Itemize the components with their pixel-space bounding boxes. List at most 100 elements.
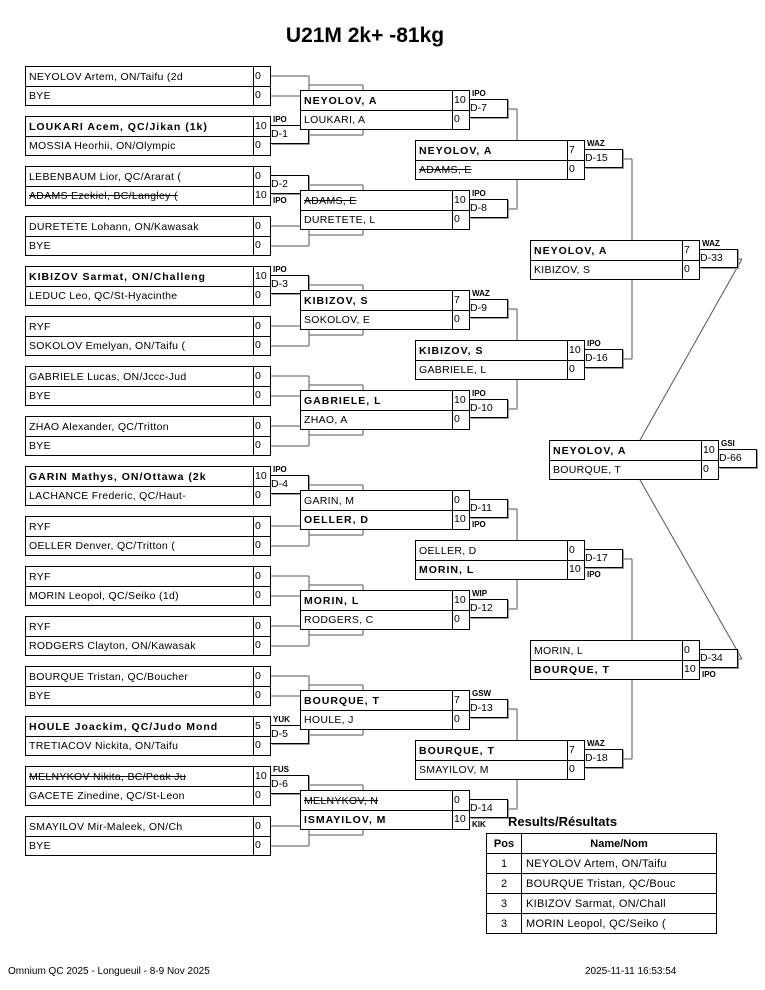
score-code: IPO bbox=[273, 465, 287, 474]
competitor-score: 0 bbox=[253, 836, 271, 856]
competitor-score: 0 bbox=[253, 586, 271, 606]
competitor-name: SMAYILOV Mir-Maleek, ON/Ch bbox=[26, 817, 254, 837]
competitor-name: MORIN, L bbox=[531, 641, 683, 661]
score-code: IPO bbox=[472, 520, 486, 529]
score-code: WAZ bbox=[587, 739, 605, 748]
competitor-name: GACETE Zinedine, QC/St-Leon bbox=[29, 790, 185, 802]
competitor-name: NEYOLOV, A bbox=[531, 241, 683, 261]
competitor-score: 0 bbox=[253, 317, 271, 337]
competitor-name: OELLER Denver, QC/Tritton ( bbox=[29, 540, 176, 552]
competitor-score: 7 bbox=[567, 741, 585, 761]
score-code: IPO bbox=[587, 339, 601, 348]
competitor-name: NEYOLOV Artem, ON/Taifu (2d bbox=[26, 67, 254, 87]
competitor-score: 7 bbox=[452, 691, 470, 711]
competitor-name: LEDUC Leo, QC/St-Hyacinthe bbox=[29, 290, 178, 302]
match-number-tag: D-11 bbox=[470, 499, 508, 518]
competitor-score: 10 bbox=[567, 560, 585, 580]
competitor-name: SOKOLOV, E bbox=[304, 314, 371, 326]
match-number-tag: D-14 bbox=[470, 799, 508, 818]
competitor-name: GABRIELE, L bbox=[419, 364, 487, 376]
competitor-score: 0 bbox=[567, 541, 585, 561]
competitor-name: OELLER, D bbox=[304, 514, 370, 526]
competitor-name: BOURQUE, T bbox=[416, 741, 568, 761]
match-number-tag: D-34 bbox=[700, 649, 738, 668]
competitor-name: BYE bbox=[29, 240, 51, 252]
results-title: Results/Résultats bbox=[508, 814, 618, 829]
match-number-tag: D-4 bbox=[271, 475, 309, 494]
score-code: GSW bbox=[472, 689, 492, 698]
competitor-score: 0 bbox=[452, 491, 470, 511]
competitor-name: ISMAYILOV, M bbox=[304, 814, 387, 826]
result-name: KIBIZOV Sarmat, ON/Chall bbox=[521, 893, 717, 914]
score-code: IPO bbox=[273, 196, 287, 205]
result-pos: 1 bbox=[486, 853, 522, 874]
competitor-score: 10 bbox=[253, 117, 271, 137]
competitor-score: 0 bbox=[253, 286, 271, 306]
competitor-score: 0 bbox=[253, 236, 271, 256]
competitor-name: BYE bbox=[29, 90, 51, 102]
competitor-score: 0 bbox=[253, 167, 271, 187]
connector-line bbox=[639, 479, 743, 660]
competitor-score: 0 bbox=[682, 641, 700, 661]
competitor-name: KIBIZOV, S bbox=[534, 264, 591, 276]
competitor-score: 0 bbox=[253, 617, 271, 637]
competitor-name: RYF bbox=[26, 617, 254, 637]
competitor-name: RYF bbox=[26, 517, 254, 537]
competitor-name: LEBENBAUM Lior, QC/Ararat ( bbox=[26, 167, 254, 187]
results-header-row: Pos Name/Nom bbox=[486, 833, 717, 854]
match-number-tag: D-16 bbox=[585, 349, 623, 368]
competitor-score: 0 bbox=[567, 360, 585, 380]
match-number-tag: D-3 bbox=[271, 275, 309, 294]
competitor-score: 0 bbox=[253, 417, 271, 437]
competitor-score: 0 bbox=[253, 567, 271, 587]
competitor-score: 0 bbox=[253, 367, 271, 387]
competitor-score: 0 bbox=[253, 217, 271, 237]
competitor-score: 7 bbox=[682, 241, 700, 261]
competitor-score: 0 bbox=[253, 786, 271, 806]
competitor-score: 0 bbox=[452, 710, 470, 730]
score-code: WAZ bbox=[587, 139, 605, 148]
competitor-score: 10 bbox=[452, 391, 470, 411]
competitor-name: HOULE, J bbox=[304, 714, 354, 726]
competitor-name: MORIN Leopol, QC/Seiko (1d) bbox=[29, 590, 179, 602]
competitor-score: 0 bbox=[253, 536, 271, 556]
competitor-score: 0 bbox=[452, 610, 470, 630]
competitor-name: BYE bbox=[29, 390, 51, 402]
competitor-name: ZHAO Alexander, QC/Tritton bbox=[26, 417, 254, 437]
competitor-name: BYE bbox=[29, 840, 51, 852]
competitor-name: MELNYKOV Nikita, BC/Peak Ju bbox=[26, 767, 254, 787]
score-code: IPO bbox=[472, 89, 486, 98]
competitor-name: MOSSIA Heorhii, ON/Olympic bbox=[29, 140, 176, 152]
competitor-score: 0 bbox=[253, 136, 271, 156]
competitor-score: 0 bbox=[682, 260, 700, 280]
competitor-score: 0 bbox=[253, 817, 271, 837]
competitor-score: 0 bbox=[253, 736, 271, 756]
match-number-tag: D-5 bbox=[271, 725, 309, 744]
competitor-score: 0 bbox=[567, 160, 585, 180]
score-code: KIK bbox=[472, 820, 486, 829]
competitor-score: 0 bbox=[253, 517, 271, 537]
competitor-name: KIBIZOV, S bbox=[416, 341, 568, 361]
match-number-tag: D-8 bbox=[470, 199, 508, 218]
match-number-tag: D-17 bbox=[585, 549, 623, 568]
competitor-score: 10 bbox=[253, 186, 271, 206]
match-number-tag: D-10 bbox=[470, 399, 508, 418]
match-number-tag: D-33 bbox=[700, 249, 738, 268]
competitor-name: ADAMS, E bbox=[419, 164, 472, 176]
score-code: WIP bbox=[472, 589, 488, 598]
competitor-score: 5 bbox=[253, 717, 271, 737]
competitor-name: GABRIELE, L bbox=[301, 391, 453, 411]
